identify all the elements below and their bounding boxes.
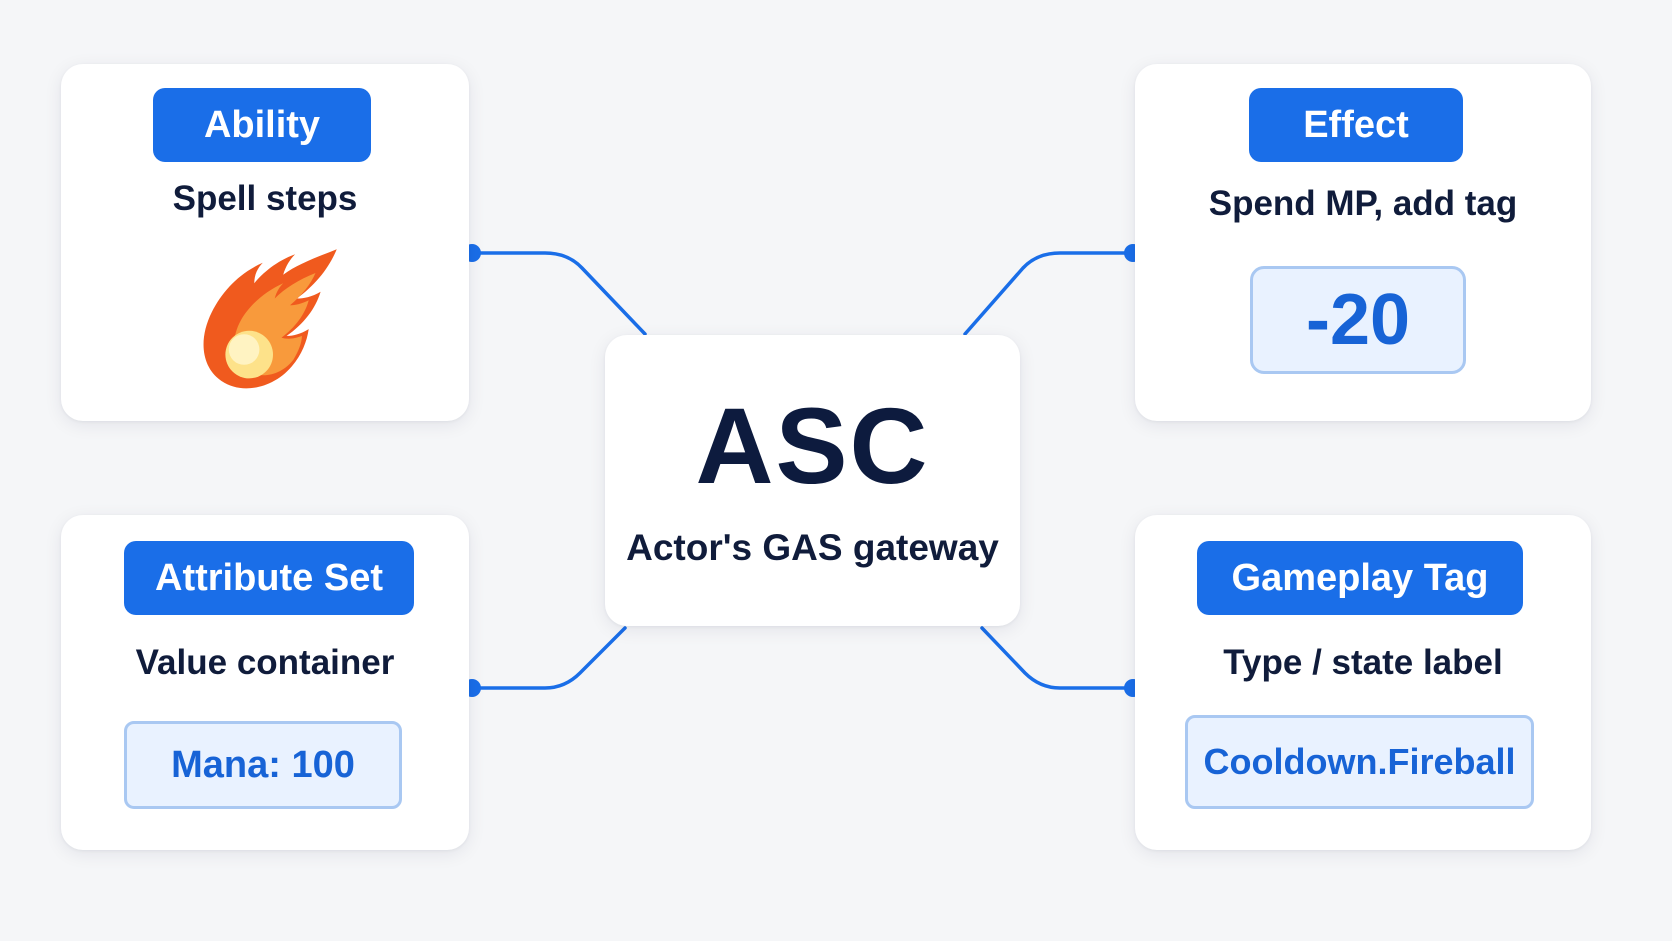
connector-attribute-set — [470, 626, 627, 690]
connector-effect — [963, 251, 1135, 336]
asc-subtitle: Actor's GAS gateway — [626, 527, 999, 568]
effect-value: -20 — [1250, 266, 1466, 374]
effect-card: Effect Spend MP, add tag -20 — [1135, 64, 1591, 421]
attribute-set-subtitle: Value container — [135, 643, 395, 682]
ability-subtitle: Spell steps — [172, 179, 358, 218]
fireball-icon — [203, 249, 337, 389]
connector-ability — [470, 251, 647, 336]
ability-card: Ability Spell steps — [61, 64, 469, 421]
gameplay-tag-label: Gameplay Tag — [1197, 541, 1523, 615]
ability-label: Ability — [153, 88, 371, 162]
attribute-set-value: Mana: 100 — [124, 721, 402, 809]
gameplay-tag-card: Gameplay Tag Type / state label Cooldown… — [1135, 515, 1591, 850]
gameplay-tag-value: Cooldown.Fireball — [1185, 715, 1534, 809]
connector-gameplay-tag — [980, 626, 1135, 690]
attribute-set-label: Attribute Set — [124, 541, 414, 615]
effect-label: Effect — [1249, 88, 1463, 162]
gameplay-tag-subtitle: Type / state label — [1223, 643, 1503, 682]
effect-subtitle: Spend MP, add tag — [1208, 184, 1518, 223]
asc-title: ASC — [695, 385, 930, 506]
attribute-set-card: Attribute Set Value container Mana: 100 — [61, 515, 469, 850]
asc-card: ASC Actor's GAS gateway — [605, 335, 1020, 626]
